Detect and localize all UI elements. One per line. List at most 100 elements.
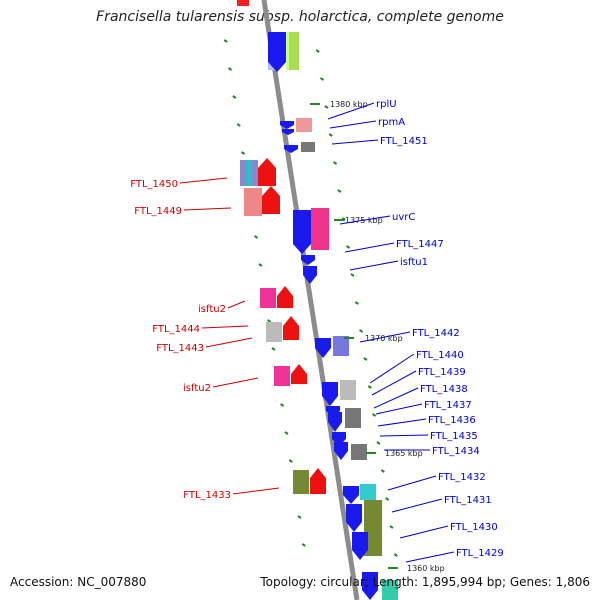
gene-label: FTL_1435	[430, 431, 478, 442]
gene-label: FTL_1439	[418, 367, 466, 378]
gene-label: FTL_1430	[450, 522, 498, 533]
gene-label-leader	[183, 207, 232, 211]
gc-tick	[280, 403, 285, 407]
gene-feature	[345, 408, 361, 428]
gene-label-leader	[212, 377, 259, 388]
gene-label-leader	[179, 177, 228, 184]
gc-tick	[376, 441, 381, 445]
gene-label: FTL_1433	[183, 490, 231, 501]
gene-label: FTL_1431	[444, 495, 492, 506]
gene-label-leader	[391, 498, 443, 513]
gene-label-leader	[227, 300, 246, 309]
gene-label: FTL_1447	[396, 239, 444, 250]
gene-label: uvrC	[392, 212, 415, 223]
gene-label-leader	[399, 525, 449, 539]
gene-label: isftu2	[183, 383, 211, 394]
gc-tick	[372, 413, 377, 417]
plus-strand-gene	[293, 210, 311, 254]
gene-label-leader	[369, 353, 415, 384]
gc-tick	[346, 245, 351, 249]
gene-feature	[360, 484, 376, 500]
gc-tick	[241, 151, 246, 155]
gene-feature	[289, 32, 299, 70]
gene-label: isftu1	[400, 257, 428, 268]
gc-tick	[254, 235, 259, 239]
gc-tick	[301, 543, 306, 547]
gc-tick	[328, 133, 333, 137]
gene-label-leader	[232, 487, 280, 495]
gene-feature	[244, 188, 262, 216]
kbp-label: 1365 kbp	[385, 449, 423, 458]
gc-tick	[258, 263, 263, 267]
map-title: Francisella tularensis subsp. holarctica…	[96, 9, 504, 25]
gc-tick	[227, 67, 233, 71]
gene-label-leader	[329, 120, 377, 129]
plus-strand-gene	[284, 145, 298, 153]
gc-tick	[333, 161, 338, 165]
gene-label-leader	[405, 551, 455, 563]
gene-label-leader	[344, 242, 395, 253]
gc-tick	[380, 469, 385, 473]
gene-feature	[364, 500, 382, 556]
plus-strand-gene	[328, 412, 342, 432]
gene-feature	[311, 208, 329, 250]
gc-tick	[223, 39, 228, 43]
gene-label-leader	[373, 387, 419, 409]
gc-tick	[284, 431, 289, 435]
plus-strand-gene	[301, 255, 315, 265]
gc-tick	[367, 385, 372, 389]
kbp-label: 1370 kbp	[365, 334, 403, 343]
plus-strand-gene	[362, 572, 378, 600]
genome-backbone	[261, 0, 360, 600]
accession-label: Accession: NC_007880	[10, 575, 147, 589]
plus-strand-gene	[352, 532, 368, 560]
gene-feature	[333, 336, 349, 356]
gc-tick	[319, 77, 325, 81]
plus-strand-gene	[280, 121, 294, 129]
plus-strand-gene	[282, 129, 294, 135]
gene-label-leader	[371, 370, 417, 396]
plus-strand-gene	[303, 266, 317, 284]
minus-strand-gene	[277, 286, 293, 308]
gene-feature	[382, 580, 398, 600]
topology-label: Topology: circular; Length: 1,895,994 bp…	[260, 575, 590, 589]
gene-label: FTL_1432	[438, 472, 486, 483]
plus-strand-gene	[343, 486, 359, 504]
gene-label-leader	[359, 331, 411, 343]
gene-label-leader	[349, 260, 399, 271]
gc-tick	[337, 189, 342, 193]
gene-label: FTL_1436	[428, 415, 476, 426]
gene-label: FTL_1442	[412, 328, 460, 339]
gene-feature	[351, 444, 367, 460]
plus-strand-gene	[268, 32, 286, 72]
gene-feature	[296, 118, 312, 132]
gc-tick	[315, 49, 320, 53]
gene-label-leader	[387, 475, 437, 491]
gene-label: FTL_1434	[432, 446, 480, 457]
gene-feature	[301, 142, 315, 152]
gc-tick	[359, 329, 364, 333]
gc-tick	[236, 123, 241, 127]
gene-feature	[237, 0, 249, 6]
gc-tick	[393, 553, 398, 557]
plus-strand-gene	[346, 504, 362, 532]
gc-tick	[232, 95, 237, 99]
gc-tick	[297, 515, 302, 519]
gene-label: FTL_1429	[456, 548, 504, 559]
minus-strand-gene	[310, 468, 326, 494]
plus-strand-gene	[334, 442, 348, 460]
minus-strand-gene	[262, 186, 280, 214]
gene-label: rplU	[376, 99, 397, 110]
gene-label-leader	[377, 418, 427, 427]
gc-tick	[350, 273, 355, 277]
gene-label-leader	[331, 139, 379, 145]
gene-label: FTL_1437	[424, 400, 472, 411]
plus-strand-gene	[322, 382, 338, 406]
gc-tick	[363, 357, 368, 361]
gene-label: FTL_1450	[130, 179, 178, 190]
gene-label: FTL_1443	[156, 343, 204, 354]
gene-feature	[274, 366, 290, 386]
gc-tick	[267, 319, 272, 323]
gene-feature	[246, 160, 252, 186]
